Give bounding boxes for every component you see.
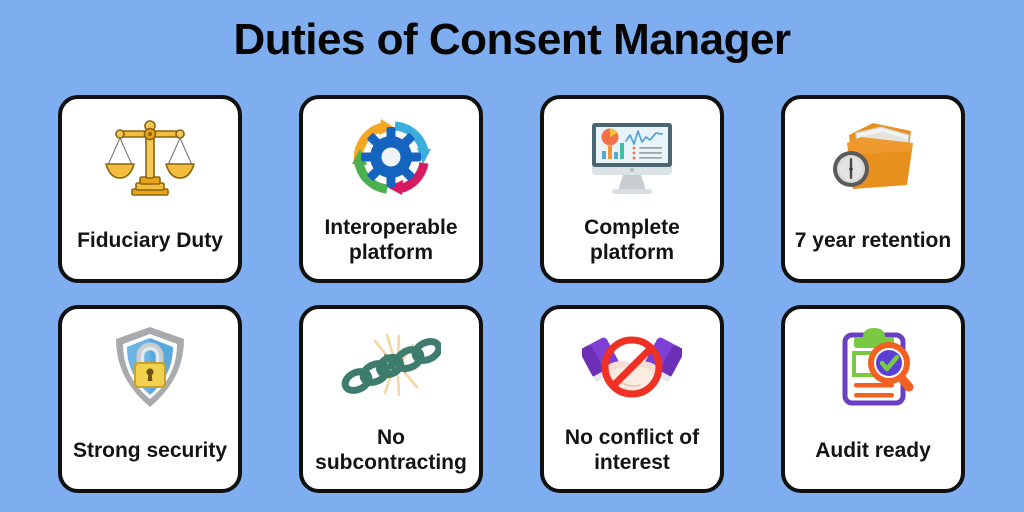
clipboard-magnifier-check-icon	[821, 321, 925, 413]
card-no-subcontracting[interactable]: No subcontracting	[299, 305, 483, 493]
card-no-conflict-of-interest[interactable]: No conflict of interest	[540, 305, 724, 493]
card-label: Complete platform	[584, 216, 680, 264]
card-label: Fiduciary Duty	[77, 228, 223, 252]
card-label: 7 year retention	[794, 228, 952, 252]
card-fiduciary-duty[interactable]: Fiduciary Duty	[58, 95, 242, 283]
duties-card-grid: Fiduciary Duty	[58, 95, 968, 495]
card-label: Interoperable platform	[324, 216, 458, 264]
shield-lock-icon	[98, 321, 202, 413]
balance-scales-icon	[98, 111, 202, 203]
card-7-year-retention[interactable]: 7 year retention	[781, 95, 965, 283]
broken-chain-icon	[339, 321, 443, 413]
card-interoperable-platform[interactable]: Interoperable platform	[299, 95, 483, 283]
card-label: No subcontracting	[315, 426, 467, 474]
card-label: Audit ready	[815, 438, 931, 462]
dashboard-monitor-icon	[580, 111, 684, 203]
card-label: Strong security	[72, 438, 228, 462]
handshake-prohibited-icon	[580, 321, 684, 413]
card-strong-security[interactable]: Strong security	[58, 305, 242, 493]
gear-cycle-arrows-icon	[339, 111, 443, 203]
card-audit-ready[interactable]: Audit ready	[781, 305, 965, 493]
folder-clock-retention-icon	[821, 111, 925, 203]
card-complete-platform[interactable]: Complete platform	[540, 95, 724, 283]
card-label: No conflict of interest	[564, 426, 700, 474]
page-title: Duties of Consent Manager	[233, 15, 791, 64]
